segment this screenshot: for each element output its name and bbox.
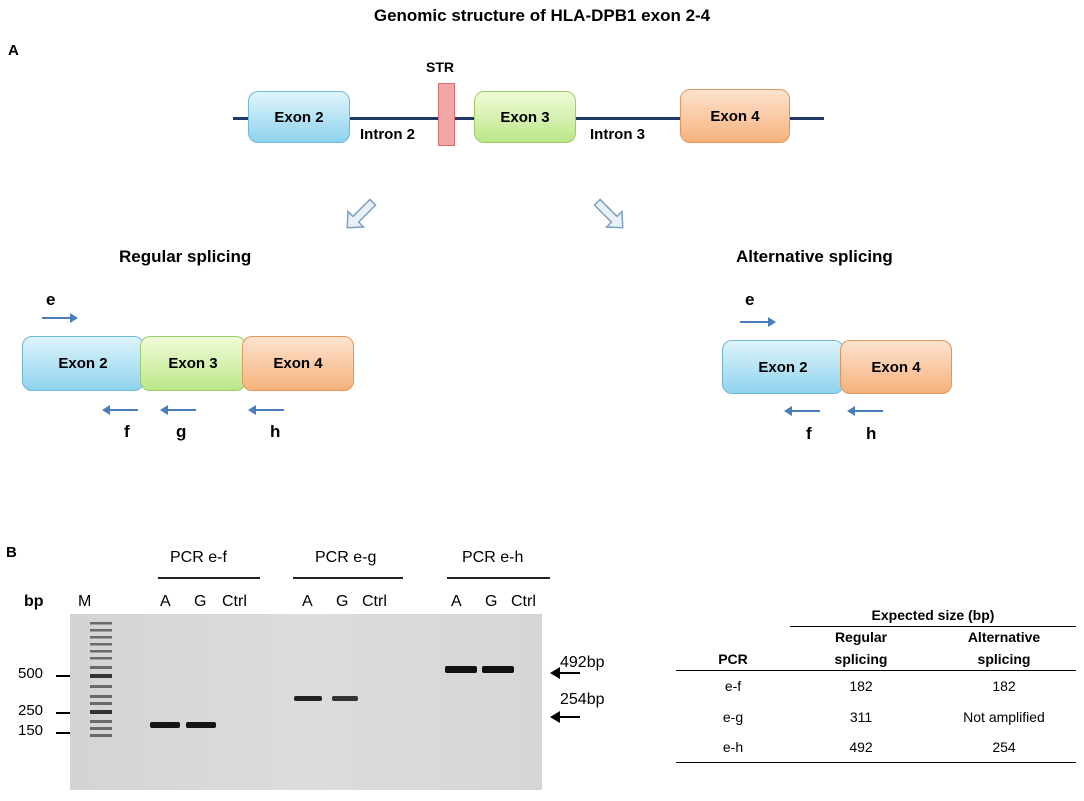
alt-primer-h-label: h (866, 424, 877, 443)
alt-reverse-primer-h-arrow-icon (847, 406, 883, 416)
table-col-pcr: PCR (676, 648, 790, 671)
regular-exon-3: Exon 3 (140, 336, 246, 391)
primer-e-label: e (46, 290, 56, 309)
reverse-primer-h-arrow-icon (248, 405, 284, 415)
size-arrow-492-icon (550, 667, 580, 679)
ladder-tick-250 (56, 712, 70, 714)
table-cell-regular: 311 (849, 708, 873, 725)
ladder-bands (90, 622, 112, 737)
ladder-tick-150 (56, 732, 70, 734)
figure-title: Genomic structure of HLA-DPB1 exon 2-4 (373, 6, 711, 25)
band-ef-g (186, 722, 216, 728)
alternative-splicing-heading: Alternative splicing (736, 247, 893, 266)
genomic-exon-4: Exon 4 (680, 89, 790, 143)
table-cell-regular: 492 (790, 732, 932, 763)
table-row: e-g 311 Not amplified (676, 701, 1076, 732)
panel-b-label: B (6, 544, 17, 561)
expected-size-table: Expected size (bp) Regular Alternative P… (676, 604, 1076, 763)
ladder-label-150: 150 (18, 722, 44, 739)
primer-g-label: g (176, 422, 187, 441)
table-cell-alternative: Not amplified (963, 708, 1045, 725)
alt-primer-e-label: e (745, 290, 755, 309)
band-eg-a (294, 696, 322, 701)
lane-label-ef-a: A (160, 593, 171, 610)
gel-group-eg-underline (293, 577, 403, 579)
down-left-arrow-icon (346, 198, 377, 229)
table-cell-pcr: e-h (676, 732, 790, 763)
table-header-group: Expected size (bp) (790, 604, 1076, 627)
arrow-label-254bp: 254bp (560, 691, 605, 708)
primer-f-label: f (124, 422, 130, 441)
primer-h-label: h (270, 422, 281, 441)
table-col-alt-line2: splicing (932, 648, 1076, 671)
band-ef-a (150, 722, 180, 728)
lane-label-eh-a: A (451, 593, 462, 610)
table-col-alt-line1: Alternative (967, 629, 1041, 646)
band-eh-a (445, 666, 477, 673)
lane-label-eg-ctrl: Ctrl (362, 593, 387, 610)
table-row: e-h 492 254 (676, 732, 1076, 763)
alt-primer-f-label: f (806, 424, 812, 443)
gel-group-eh: PCR e-h (462, 549, 524, 566)
down-right-arrow-icon (593, 198, 624, 229)
forward-primer-arrow-icon (42, 313, 78, 323)
marker-lane-label: M (78, 593, 92, 610)
table-cell-alternative: 182 (992, 677, 1016, 694)
table-col-regular-line2: splicing (790, 648, 932, 671)
str-label: STR (426, 59, 454, 75)
alt-reverse-primer-f-arrow-icon (784, 406, 820, 416)
gel-group-ef: PCR e-f (170, 549, 227, 566)
gel-group-eh-underline (447, 577, 550, 579)
reverse-primer-g-arrow-icon (160, 405, 196, 415)
lane-label-ef-ctrl: Ctrl (222, 593, 247, 610)
lane-label-eg-a: A (302, 593, 313, 610)
gel-image (70, 614, 542, 790)
panel-a-label: A (8, 42, 19, 59)
alt-exon-4: Exon 4 (840, 340, 952, 394)
alt-forward-primer-arrow-icon (740, 317, 776, 327)
table-cell-pcr: e-f (724, 677, 742, 694)
regular-exon-2: Exon 2 (22, 336, 144, 391)
lane-label-eh-g: G (485, 593, 498, 610)
ladder-label-500: 500 (18, 665, 44, 682)
arrow-label-492bp: 492bp (560, 654, 605, 671)
band-eh-g (482, 666, 514, 673)
table-cell-regular: 182 (849, 677, 873, 694)
genomic-exon-2: Exon 2 (248, 91, 350, 143)
gel-background (70, 614, 542, 790)
str-box (438, 83, 455, 146)
table-cell-pcr: e-g (722, 708, 744, 725)
intron-2-label: Intron 2 (360, 126, 415, 143)
bp-label: bp (24, 593, 44, 610)
table-col-regular-line1: Regular (834, 629, 888, 646)
regular-exon-4: Exon 4 (242, 336, 354, 391)
gel-group-eg: PCR e-g (315, 549, 377, 566)
ladder-label-250: 250 (18, 702, 44, 719)
size-arrow-254-icon (550, 711, 580, 723)
gel-group-ef-underline (158, 577, 260, 579)
table-row: e-f 182 182 (676, 670, 1076, 701)
lane-label-eh-ctrl: Ctrl (511, 593, 536, 610)
alt-exon-2: Exon 2 (722, 340, 844, 394)
intron-3-label: Intron 3 (590, 126, 645, 143)
lane-label-eg-g: G (336, 593, 349, 610)
regular-splicing-heading: Regular splicing (119, 247, 252, 266)
genomic-exon-3: Exon 3 (474, 91, 576, 143)
reverse-primer-f-arrow-icon (102, 405, 138, 415)
lane-label-ef-g: G (194, 593, 207, 610)
table-cell-alternative: 254 (932, 732, 1076, 763)
band-eg-g (332, 696, 358, 701)
ladder-tick-500 (56, 675, 70, 677)
